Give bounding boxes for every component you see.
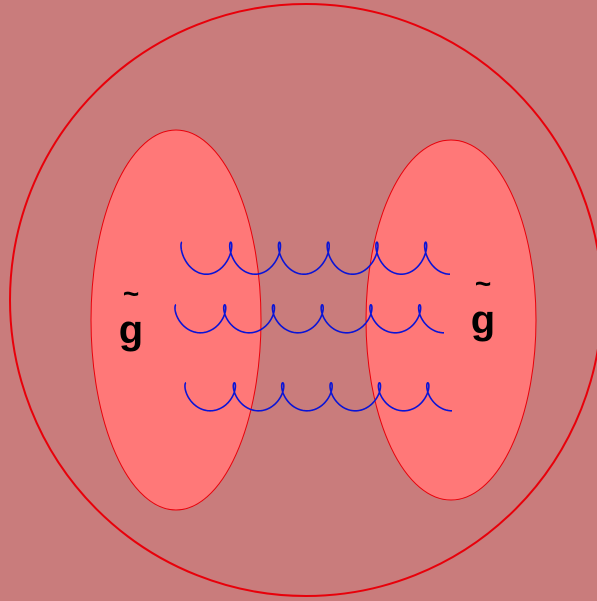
right-gluino-label: g — [471, 298, 495, 342]
right-gluino-tilde: ~ — [475, 268, 491, 299]
right-gluino-blob — [366, 140, 536, 500]
left-gluino-label: g — [119, 308, 143, 352]
left-gluino-tilde: ~ — [123, 278, 139, 309]
left-gluino-blob — [91, 130, 261, 510]
